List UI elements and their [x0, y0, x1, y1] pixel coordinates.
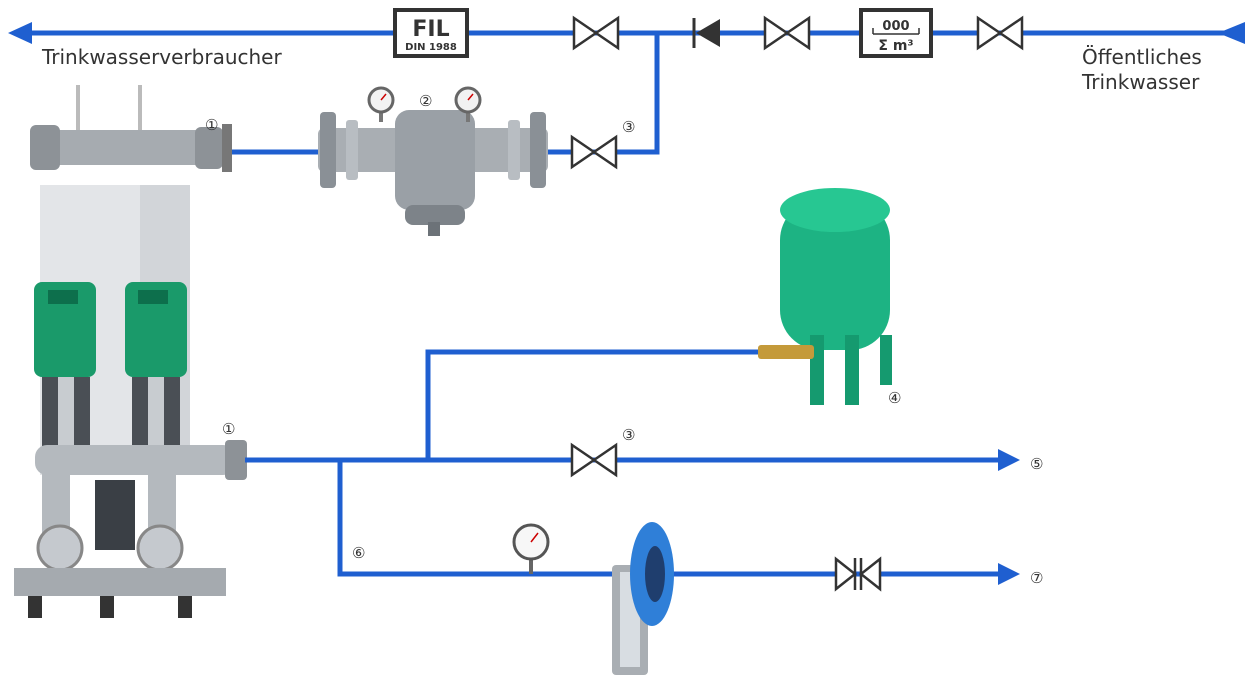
- callout-2: ②: [419, 92, 432, 110]
- flow-meter: [612, 522, 674, 675]
- gate-valve-top-2: [765, 18, 809, 48]
- filter-box-sub: DIN 1988: [405, 42, 457, 53]
- public-water-label-line2: Trinkwasser: [1081, 70, 1200, 94]
- expansion-tank: [758, 188, 892, 405]
- outlet-5-arrow: [998, 449, 1020, 471]
- pressure-reducer-filter: [318, 88, 548, 236]
- public-water-label-line1: Öffentliches: [1082, 45, 1202, 69]
- callout-1-top: ①: [205, 116, 218, 134]
- check-valve: [694, 18, 720, 48]
- callout-5: ⑤: [1030, 455, 1043, 473]
- callout-3-top: ③: [622, 118, 635, 136]
- water-meter-digits: 000: [882, 19, 909, 34]
- gate-valve-outlet: [572, 445, 616, 475]
- top-inflow-arrow: [1218, 22, 1245, 44]
- gate-valve-top-1: [574, 18, 618, 48]
- booster-pump-unit: [14, 85, 247, 618]
- water-meter-box: 000 Σ m³: [861, 10, 931, 56]
- callout-3-bottom: ③: [622, 426, 635, 444]
- gate-valve-feed: [572, 137, 616, 167]
- filter-box-title: FIL: [412, 17, 449, 42]
- callout-4: ④: [888, 389, 901, 407]
- pressure-gauge: [514, 525, 548, 574]
- filter-box: FIL DIN 1988: [395, 10, 467, 56]
- top-supply-line: FIL DIN 1988 000 Σ m³: [8, 10, 1245, 94]
- gate-valve-top-3: [978, 18, 1022, 48]
- water-meter-unit: Σ m³: [878, 38, 913, 54]
- callout-7: ⑦: [1030, 569, 1043, 587]
- consumer-label: Trinkwasserverbraucher: [41, 45, 282, 69]
- callout-1-bottom: ①: [222, 420, 235, 438]
- callout-6: ⑥: [352, 544, 365, 562]
- top-outflow-arrow: [8, 22, 32, 44]
- outlet-7-arrow: [998, 563, 1020, 585]
